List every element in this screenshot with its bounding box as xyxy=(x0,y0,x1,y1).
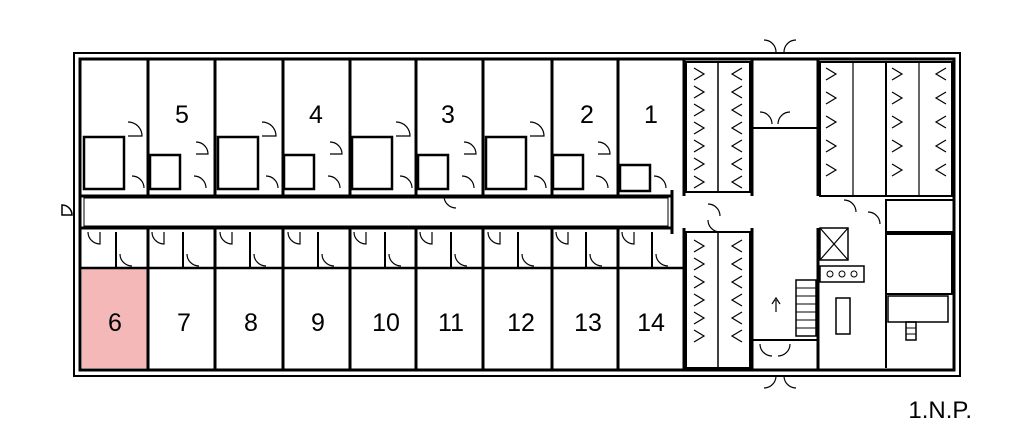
room-label-4: 4 xyxy=(309,101,323,129)
entrance-lobby xyxy=(750,39,820,389)
room-label-3: 3 xyxy=(441,101,455,129)
top-row-walls xyxy=(82,59,686,209)
room-label-14: 14 xyxy=(637,309,665,337)
room-label-10: 10 xyxy=(372,309,400,337)
room-label-11: 11 xyxy=(438,309,464,337)
right-block xyxy=(819,61,955,368)
room-label-2: 2 xyxy=(580,101,594,129)
room-label-5: 5 xyxy=(175,101,189,129)
room-label-7: 7 xyxy=(177,309,191,337)
room-label-1: 1 xyxy=(644,101,658,129)
washroom-stalls xyxy=(685,61,751,369)
room-label-8: 8 xyxy=(244,309,258,337)
room-label-12: 12 xyxy=(507,309,535,337)
corridor xyxy=(61,190,674,234)
floor-label: 1.N.P. xyxy=(908,397,972,424)
room-label-13: 13 xyxy=(574,309,602,337)
room-labels: 5 4 3 2 1 6 7 8 9 10 11 12 13 14 xyxy=(108,101,665,337)
room-6-highlight xyxy=(82,268,148,368)
room-label-6: 6 xyxy=(108,309,122,337)
room-label-9: 9 xyxy=(311,309,325,337)
bottom-row-walls xyxy=(80,228,686,370)
